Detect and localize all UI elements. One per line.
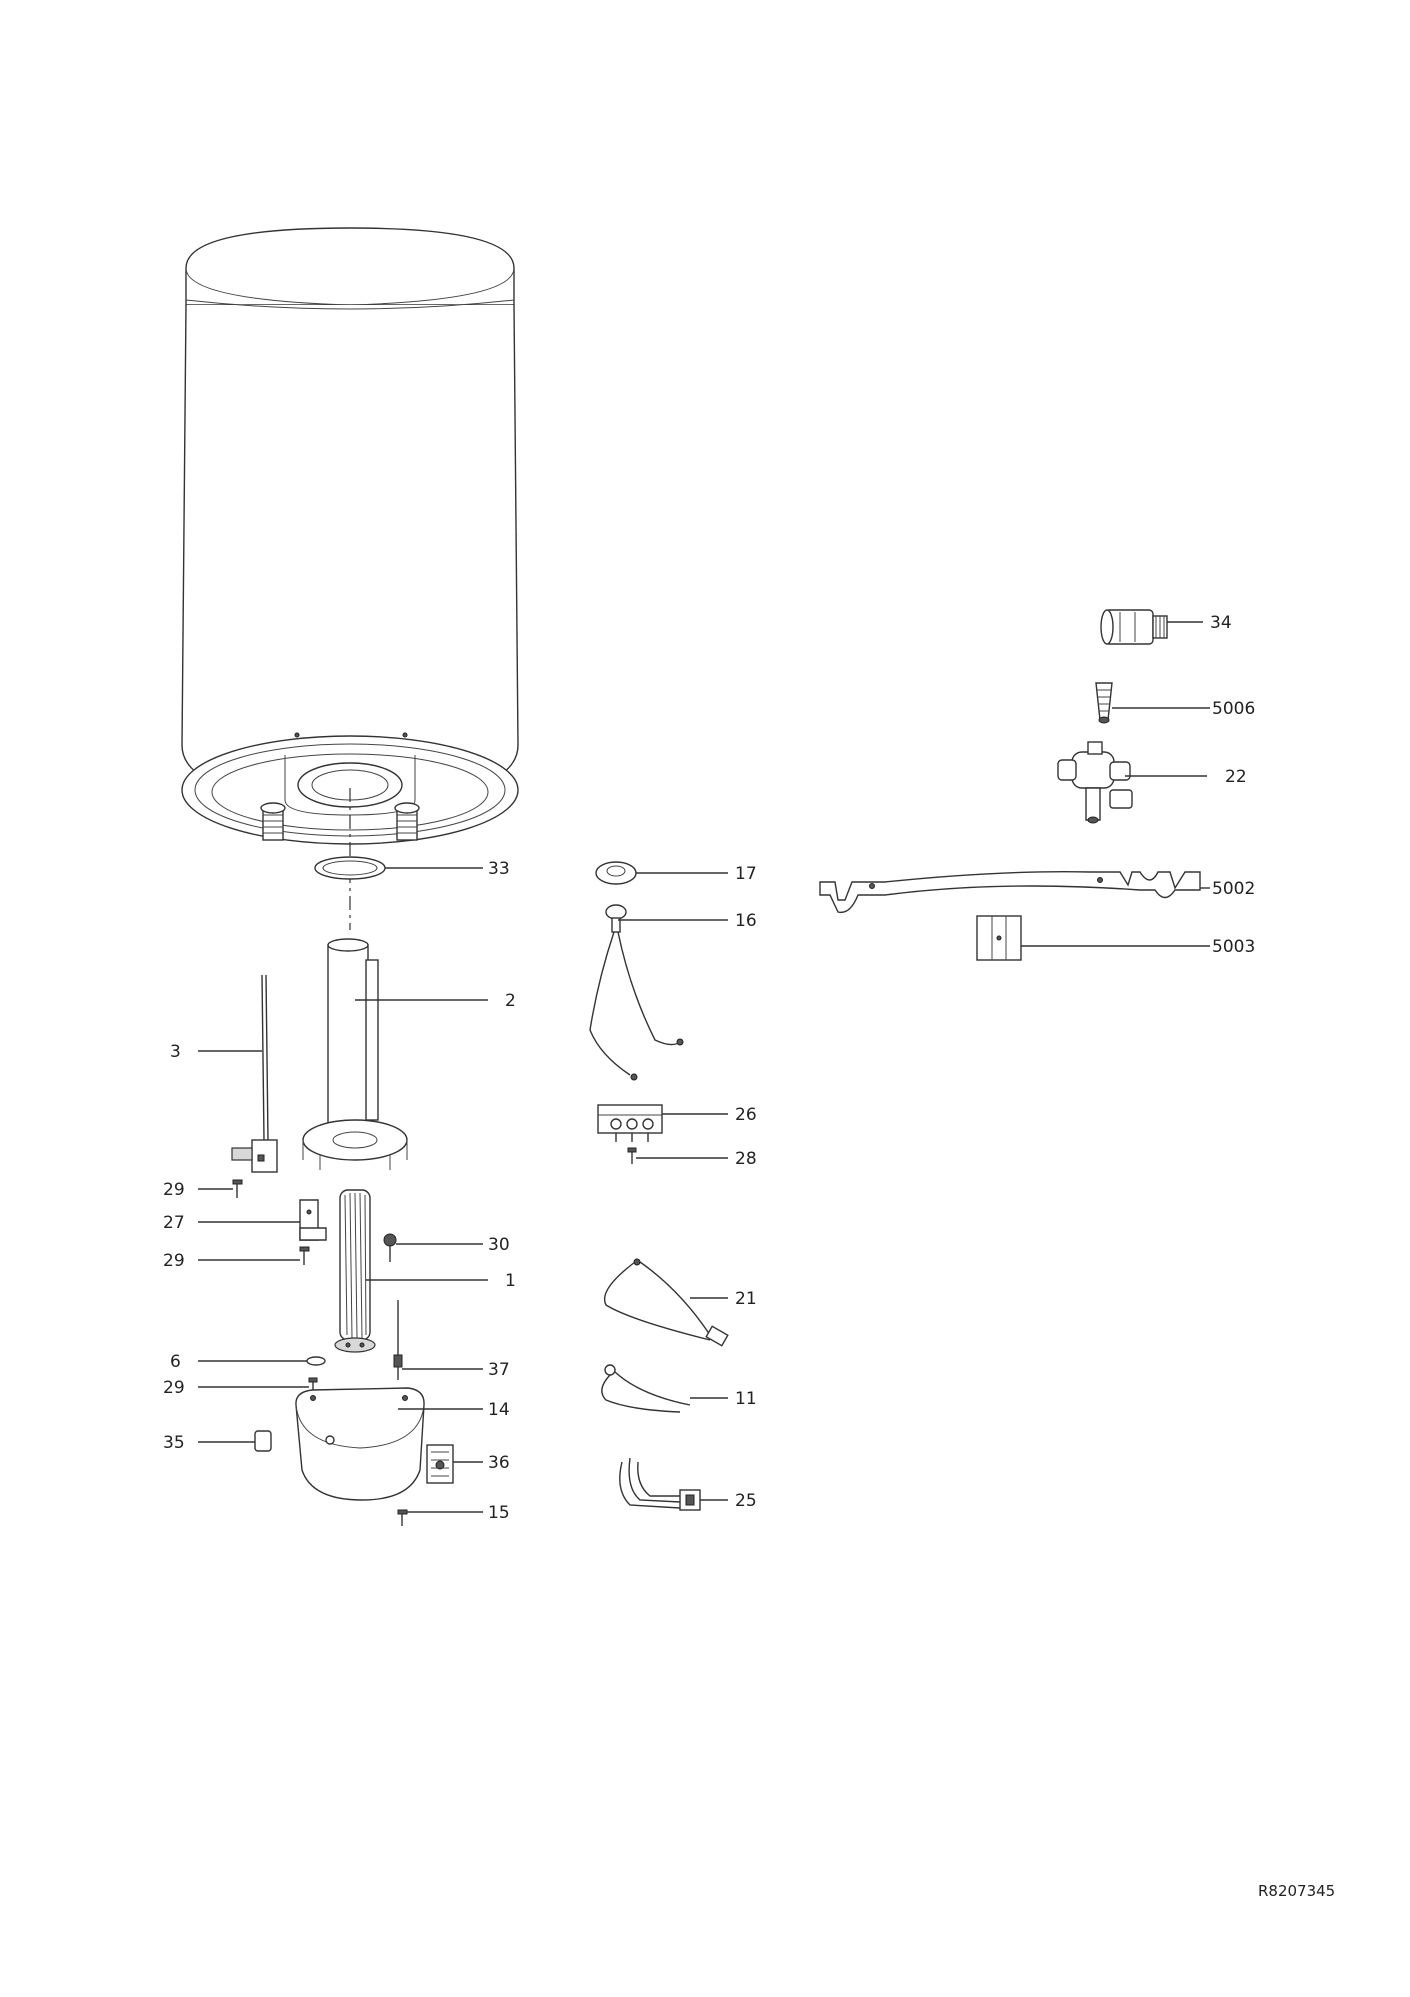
part-3-thermostat: [231, 974, 278, 1173]
callout-2: 2: [505, 991, 516, 1011]
callout-29: 29: [163, 1251, 185, 1271]
callout-5006: 5006: [1212, 699, 1255, 719]
part-5002-mounting-bracket: [819, 871, 1201, 914]
part-36-label: [426, 1444, 454, 1484]
part-14-cover: [295, 1387, 425, 1501]
part-15-screw: [397, 1509, 408, 1526]
callout-28: 28: [735, 1149, 757, 1169]
part-1-heating-element: [334, 1189, 376, 1353]
callout-34: 34: [1210, 613, 1232, 633]
callout-26: 26: [735, 1105, 757, 1125]
part-16-indicator-lamp: [589, 904, 684, 1081]
callout-5003: 5003: [1212, 937, 1255, 957]
callout-15: 15: [488, 1503, 510, 1523]
part-28-screw: [627, 1147, 637, 1164]
part-17-cap: [595, 861, 637, 885]
callout-labels: 33 2 3 29 27 29 30 1 6 29 37 14 35 36 15…: [163, 613, 1255, 1523]
callout-36: 36: [488, 1453, 510, 1473]
part-37-probe: [393, 1300, 403, 1380]
callout-30: 30: [488, 1235, 510, 1255]
callout-6: 6: [170, 1352, 181, 1372]
part-29-screw-b: [299, 1246, 310, 1265]
callout-25: 25: [735, 1491, 757, 1511]
callout-22: 22: [1225, 767, 1247, 787]
part-2-tube-flange: [302, 938, 408, 1170]
part-5006-plug: [1095, 682, 1113, 724]
part-35-knob: [254, 1430, 272, 1452]
callout-29: 29: [163, 1378, 185, 1398]
part-5003-wall-plug: [976, 915, 1022, 961]
callout-1: 1: [505, 1271, 516, 1291]
callout-21: 21: [735, 1289, 757, 1309]
callout-27: 27: [163, 1213, 185, 1233]
part-29-screw-a: [232, 1179, 243, 1198]
callout-5002: 5002: [1212, 879, 1255, 899]
callout-33: 33: [488, 859, 510, 879]
part-27-bracket: [299, 1199, 327, 1241]
part-6-clip: [306, 1356, 326, 1366]
drawing-code: R8207345: [1258, 1882, 1335, 1900]
part-30-screw: [383, 1233, 397, 1262]
callout-29: 29: [163, 1180, 185, 1200]
callout-11: 11: [735, 1389, 757, 1409]
callout-35: 35: [163, 1433, 185, 1453]
callout-16: 16: [735, 911, 757, 931]
part-11-wire: [601, 1364, 691, 1413]
callout-14: 14: [488, 1400, 510, 1420]
leader-lines: [198, 621, 1210, 1513]
part-22-safety-valve: [1057, 741, 1133, 824]
part-25-connector-harness: [619, 1457, 701, 1511]
callout-17: 17: [735, 864, 757, 884]
part-34-fitting: [1100, 609, 1168, 645]
part-26-terminal-block: [597, 1104, 663, 1142]
callout-3: 3: [170, 1042, 181, 1062]
callout-37: 37: [488, 1360, 510, 1380]
water-heater-tank: [181, 227, 519, 845]
part-33-gasket: [314, 856, 386, 880]
part-21-wire-harness: [604, 1258, 729, 1347]
